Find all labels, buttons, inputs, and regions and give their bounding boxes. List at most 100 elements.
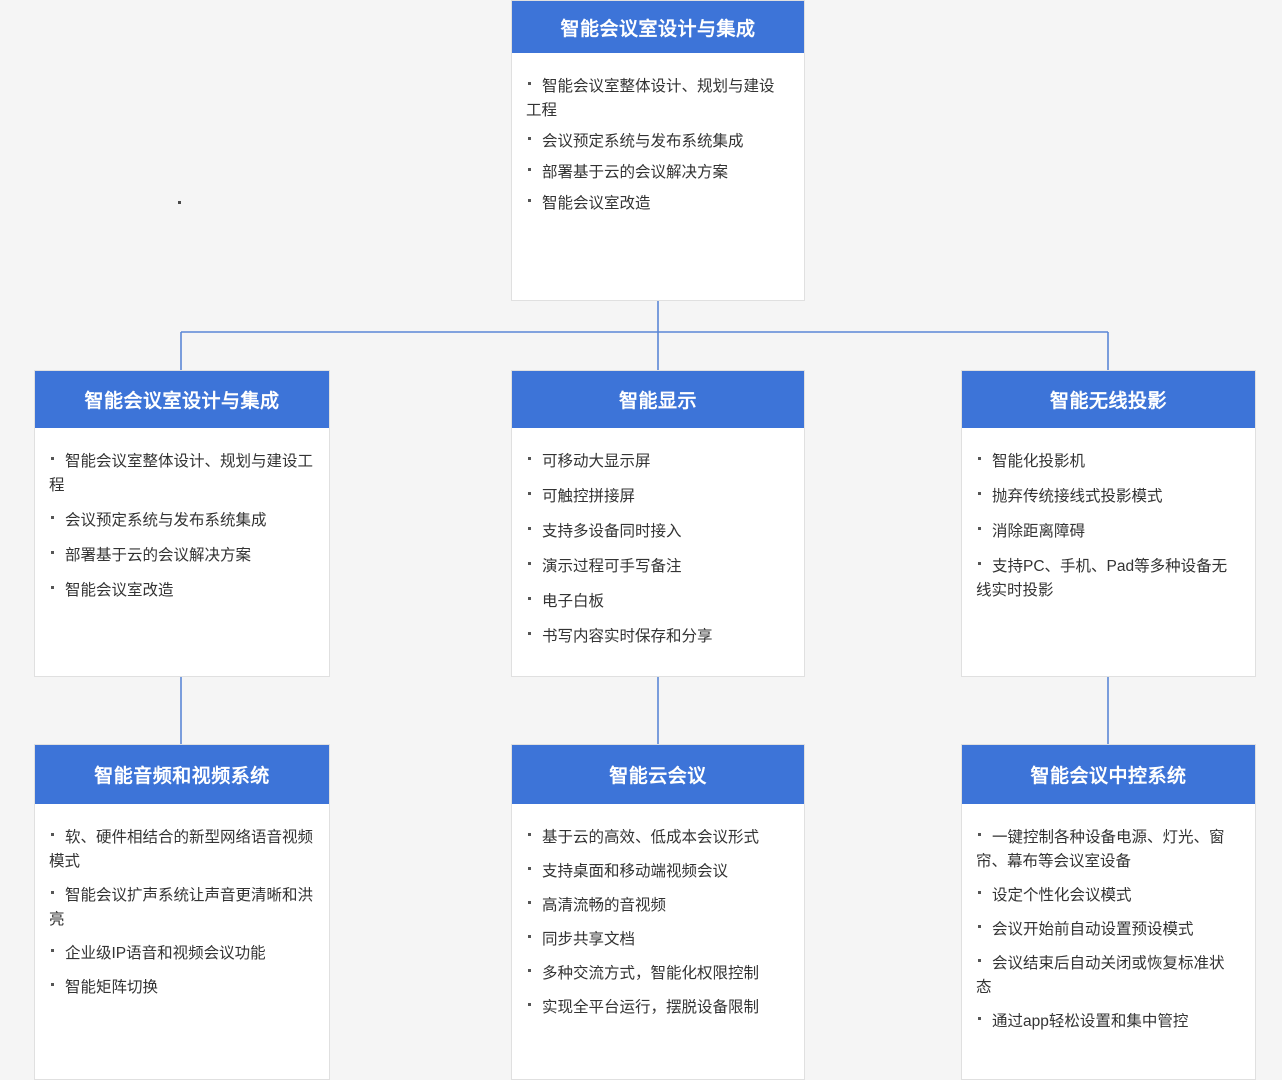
bullet-icon [978,959,981,963]
list-item: 会议预定系统与发布系统集成 [49,509,313,533]
list-item-text: 演示过程可手写备注 [542,558,682,575]
list-item: 智能会议室改造 [526,192,788,216]
list-item: 会议预定系统与发布系统集成 [526,130,788,154]
card-title: 智能云会议 [512,745,804,804]
list-item: 抛弃传统接线式投影模式 [976,485,1239,509]
list-item: 支持PC、手机、Pad等多种设备无线实时投影 [976,555,1239,603]
list-item-text: 部署基于云的会议解决方案 [65,547,252,564]
list-item-text: 抛弃传统接线式投影模式 [992,488,1163,505]
list-item-text: 部署基于云的会议解决方案 [542,164,729,181]
card-list: 一键控制各种设备电源、灯光、窗帘、幕布等会议室设备 设定个性化会议模式 会议开始… [976,826,1239,1034]
bullet-icon [528,137,531,141]
list-item-text: 可移动大显示屏 [542,453,651,470]
list-item: 智能矩阵切换 [49,976,313,1000]
list-item: 智能会议室整体设计、规划与建设工程 [49,450,313,498]
bullet-icon [528,867,531,871]
stray-dot-artifact [178,201,181,204]
bullet-icon [528,82,531,86]
card-body: 可移动大显示屏 可触控拼接屏 支持多设备同时接入 演示过程可手写备注 电子白板 … [512,428,804,676]
bullet-icon [978,527,981,531]
list-item: 同步共享文档 [526,928,788,952]
bullet-icon [978,562,981,566]
list-item: 支持桌面和移动端视频会议 [526,860,788,884]
card-body: 基于云的高效、低成本会议形式 支持桌面和移动端视频会议 高清流畅的音视频 同步共… [512,804,804,1079]
list-item: 智能会议室整体设计、规划与建设工程 [526,75,788,123]
card-title: 智能会议室设计与集成 [35,371,329,428]
bullet-icon [978,925,981,929]
list-item: 智能化投影机 [976,450,1239,474]
bullet-icon [528,833,531,837]
bullet-icon [528,562,531,566]
list-item: 基于云的高效、低成本会议形式 [526,826,788,850]
card-bottom-audio-video[interactable]: 智能音频和视频系统 软、硬件相结合的新型网络语音视频模式 智能会议扩声系统让声音… [34,744,330,1080]
card-body: 软、硬件相结合的新型网络语音视频模式 智能会议扩声系统让声音更清晰和洪亮 企业级… [35,804,329,1079]
card-list: 智能会议室整体设计、规划与建设工程 会议预定系统与发布系统集成 部署基于云的会议… [49,450,313,603]
list-item: 可移动大显示屏 [526,450,788,474]
bullet-icon [528,527,531,531]
list-item: 演示过程可手写备注 [526,555,788,579]
bullet-icon [528,199,531,203]
card-list: 软、硬件相结合的新型网络语音视频模式 智能会议扩声系统让声音更清晰和洪亮 企业级… [49,826,313,1000]
list-item: 消除距离障碍 [976,520,1239,544]
list-item: 会议结束后自动关闭或恢复标准状态 [976,952,1239,1000]
list-item: 电子白板 [526,590,788,614]
card-root[interactable]: 智能会议室设计与集成 智能会议室整体设计、规划与建设工程 会议预定系统与发布系统… [511,0,805,301]
card-list: 智能化投影机 抛弃传统接线式投影模式 消除距离障碍 支持PC、手机、Pad等多种… [976,450,1239,603]
list-item-text: 会议开始前自动设置预设模式 [992,921,1194,938]
list-item-text: 智能化投影机 [992,453,1086,470]
list-item: 智能会议室改造 [49,579,313,603]
card-title: 智能音频和视频系统 [35,745,329,804]
list-item: 多种交流方式，智能化权限控制 [526,962,788,986]
list-item-text: 会议预定系统与发布系统集成 [542,133,744,150]
list-item-text: 智能会议室改造 [65,582,174,599]
list-item-text: 基于云的高效、低成本会议形式 [542,829,760,846]
card-mid-smart-display[interactable]: 智能显示 可移动大显示屏 可触控拼接屏 支持多设备同时接入 演示过程可手写备注 … [511,370,805,677]
bullet-icon [51,833,54,837]
bullet-icon [528,597,531,601]
list-item: 支持多设备同时接入 [526,520,788,544]
bullet-icon [51,586,54,590]
list-item: 企业级IP语音和视频会议功能 [49,942,313,966]
list-item: 设定个性化会议模式 [976,884,1239,908]
list-item-text: 软、硬件相结合的新型网络语音视频模式 [49,829,314,870]
bullet-icon [978,457,981,461]
bullet-icon [528,901,531,905]
card-bottom-cloud-meeting[interactable]: 智能云会议 基于云的高效、低成本会议形式 支持桌面和移动端视频会议 高清流畅的音… [511,744,805,1080]
card-root-title: 智能会议室设计与集成 [512,1,804,53]
list-item: 一键控制各种设备电源、灯光、窗帘、幕布等会议室设备 [976,826,1239,874]
card-list: 可移动大显示屏 可触控拼接屏 支持多设备同时接入 演示过程可手写备注 电子白板 … [526,450,788,649]
list-item-text: 一键控制各种设备电源、灯光、窗帘、幕布等会议室设备 [976,829,1225,870]
list-item-text: 可触控拼接屏 [542,488,636,505]
list-item: 高清流畅的音视频 [526,894,788,918]
bullet-icon [978,1017,981,1021]
list-item-text: 电子白板 [542,593,605,610]
card-mid-design-integration[interactable]: 智能会议室设计与集成 智能会议室整体设计、规划与建设工程 会议预定系统与发布系统… [34,370,330,677]
card-mid-wireless-projection[interactable]: 智能无线投影 智能化投影机 抛弃传统接线式投影模式 消除距离障碍 支持PC、手机… [961,370,1256,677]
bullet-icon [528,492,531,496]
list-item-text: 会议结束后自动关闭或恢复标准状态 [976,955,1225,996]
bullet-icon [978,833,981,837]
list-item-text: 同步共享文档 [542,931,636,948]
list-item: 部署基于云的会议解决方案 [49,544,313,568]
bullet-icon [978,492,981,496]
list-item-text: 通过app轻松设置和集中管控 [992,1013,1189,1030]
list-item: 通过app轻松设置和集中管控 [976,1010,1239,1034]
card-title: 智能会议中控系统 [962,745,1255,804]
list-item: 软、硬件相结合的新型网络语音视频模式 [49,826,313,874]
list-item-text: 智能矩阵切换 [65,979,159,996]
bullet-icon [978,891,981,895]
bullet-icon [528,168,531,172]
list-item-text: 高清流畅的音视频 [542,897,667,914]
card-root-list: 智能会议室整体设计、规划与建设工程 会议预定系统与发布系统集成 部署基于云的会议… [526,75,788,216]
list-item-text: 设定个性化会议模式 [992,887,1132,904]
bullet-icon [51,457,54,461]
bullet-icon [528,1003,531,1007]
card-title: 智能显示 [512,371,804,428]
list-item: 会议开始前自动设置预设模式 [976,918,1239,942]
list-item: 可触控拼接屏 [526,485,788,509]
list-item-text: 会议预定系统与发布系统集成 [65,512,267,529]
bullet-icon [51,983,54,987]
card-bottom-central-control[interactable]: 智能会议中控系统 一键控制各种设备电源、灯光、窗帘、幕布等会议室设备 设定个性化… [961,744,1256,1080]
bullet-icon [528,457,531,461]
list-item: 智能会议扩声系统让声音更清晰和洪亮 [49,884,313,932]
